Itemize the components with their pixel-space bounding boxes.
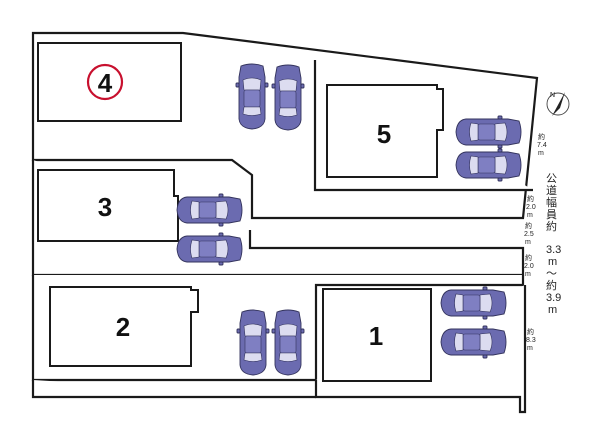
frontage-value: 2.0 <box>524 263 534 270</box>
road-tilde: ～ <box>546 268 557 280</box>
car-icon <box>176 193 243 227</box>
lot-4-highlight-circle <box>86 63 124 101</box>
lot-1-number: 1 <box>369 321 383 351</box>
car-icon <box>271 64 305 131</box>
lower-alley-width-label: 約 2.0 m <box>524 253 534 278</box>
road-second-unit: m <box>548 304 557 316</box>
lot-3-number: 3 <box>98 192 112 222</box>
car-icon <box>455 115 522 149</box>
road-label-prefix: 公道幅員約 <box>546 173 557 233</box>
road-approx: 約 <box>546 278 557 292</box>
lower-site-edge <box>31 380 316 399</box>
north-compass: N <box>546 92 570 116</box>
car-icon <box>440 286 507 320</box>
car-icon <box>176 232 243 266</box>
house-lot-2 <box>49 286 199 367</box>
car-icon <box>455 148 522 182</box>
frontage-prefix: 約 <box>527 327 534 336</box>
frontage-prefix: 約 <box>525 221 532 230</box>
frontage-prefix: 約 <box>527 194 534 203</box>
frontage-unit: m <box>525 271 531 278</box>
upper-alley-width-label: 約 2.0 m <box>526 194 536 219</box>
public-road-width-label: 公道幅員約 3.3 m ～ 約 3.9 m <box>546 173 561 316</box>
frontage-unit: m <box>527 345 533 352</box>
frontage-value: 2.5 <box>524 231 534 238</box>
compass-north-label: N <box>550 92 555 99</box>
car-icon <box>271 309 305 376</box>
road-second-width: 3.9 <box>546 292 561 304</box>
lot1-frontage-label: 約 8.3 m <box>526 327 536 352</box>
lot3-frontage-label: 約 2.5 m <box>524 221 534 246</box>
frontage-value: 7.4 <box>537 142 547 149</box>
road-first-width: 3.3 <box>546 244 561 256</box>
lot-5-number: 5 <box>377 119 391 149</box>
lot-4-number: 4 <box>98 68 113 98</box>
frontage-prefix: 約 <box>525 253 532 262</box>
frontage-value: 8.3 <box>526 337 536 344</box>
lot-2-number: 2 <box>116 312 130 342</box>
house-lot-3 <box>37 169 179 242</box>
road-first-unit: m <box>548 256 557 268</box>
compass-circle-icon <box>546 92 570 116</box>
frontage-unit: m <box>538 150 544 157</box>
frontage-value: 2.0 <box>526 204 536 211</box>
north-arrow-icon <box>552 92 565 116</box>
house-lot-4 <box>37 42 182 122</box>
frontage-unit: m <box>527 212 533 219</box>
car-icon <box>235 63 269 130</box>
lot-3-parcel <box>31 160 525 277</box>
frontage-prefix: 約 <box>538 132 545 141</box>
house-lot-1 <box>322 288 432 382</box>
car-icon <box>236 309 270 376</box>
frontage-unit: m <box>525 239 531 246</box>
lot5-frontage-label: 約 7.4 m <box>537 132 547 157</box>
car-icon <box>440 325 507 359</box>
house-lot-5 <box>326 84 444 178</box>
